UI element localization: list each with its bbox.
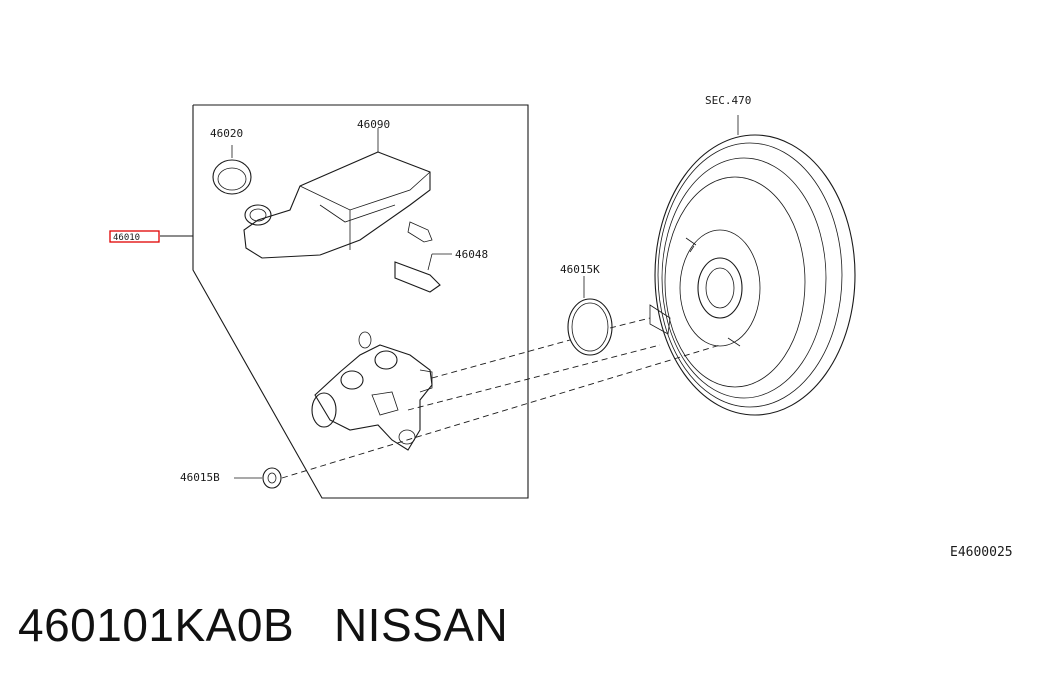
- label-46015k: 46015K: [560, 263, 600, 276]
- part-caption: 460101KA0B NISSAN: [18, 599, 509, 651]
- label-46048: 46048: [455, 248, 488, 261]
- highlight-46010: [109, 230, 160, 243]
- sensor-icon: [394, 253, 452, 293]
- label-sec470: SEC.470: [705, 94, 751, 107]
- label-46090: 46090: [357, 118, 390, 131]
- assembly-outline: [160, 104, 529, 499]
- label-46020: 46020: [210, 127, 243, 140]
- label-46015b: 46015B: [180, 471, 220, 484]
- reservoir-icon: [243, 128, 433, 259]
- reservoir-cap-icon: [212, 145, 252, 195]
- assembly-lines: [281, 317, 721, 479]
- o-ring-icon: [567, 276, 613, 356]
- brake-booster-icon: [649, 115, 856, 416]
- diagram-code: E4600025: [950, 545, 1013, 560]
- master-cylinder-icon: [311, 331, 433, 451]
- nut-icon: [234, 467, 282, 489]
- label-46010[interactable]: 46010: [113, 233, 140, 243]
